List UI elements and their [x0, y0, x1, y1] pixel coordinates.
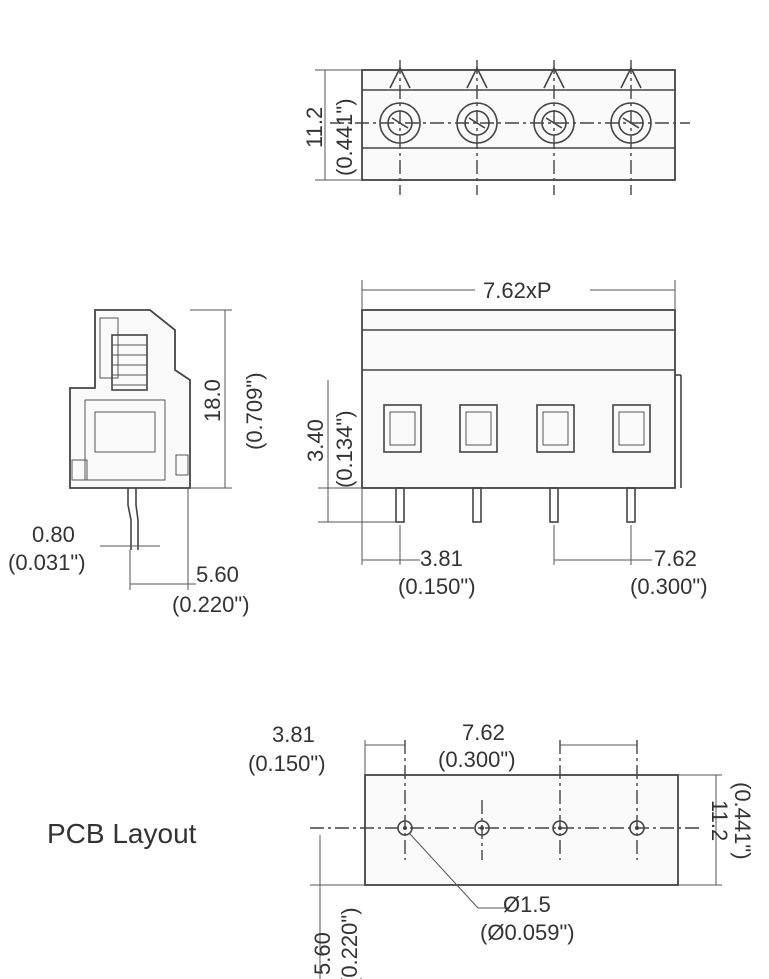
- top-height-mm: 11.2: [302, 107, 327, 148]
- pitch-in: (0.300"): [630, 574, 708, 599]
- top-view: 11.2 (0.441"): [302, 60, 690, 195]
- top-height-in: (0.441"): [332, 98, 357, 176]
- pin-offset-mm: 5.60: [196, 562, 239, 587]
- pcb-holes: [397, 740, 645, 860]
- pin-length-mm: 3.40: [303, 419, 328, 462]
- pcb-first-hole-in: (0.150"): [248, 751, 326, 776]
- pin-width-in: (0.031"): [8, 550, 86, 575]
- pcb-first-hole-mm: 3.81: [272, 722, 315, 747]
- first-pin-in: (0.150"): [398, 574, 476, 599]
- pcb-layout: PCB Layout 3.81 (0.150") 7.62 (0.300") 1…: [47, 720, 755, 979]
- pcb-hole-in: (Ø0.059"): [480, 920, 575, 945]
- pins: [395, 487, 636, 523]
- side-height-in: (0.709"): [242, 372, 267, 450]
- screw-terminals: [379, 60, 652, 195]
- pcb-layout-title: PCB Layout: [47, 818, 197, 849]
- side-height-mm: 18.0: [200, 379, 225, 422]
- wire-openings: [383, 404, 651, 453]
- pcb-hole-mm: Ø1.5: [503, 892, 551, 917]
- side-view: 18.0 (0.709") 0.80 (0.031") 5.60 (0.220"…: [8, 309, 267, 617]
- pitch-mm: 7.62: [654, 546, 697, 571]
- width-label: 7.62xP: [483, 278, 552, 303]
- pin-width-mm: 0.80: [32, 522, 75, 547]
- pcb-pitch-in: (0.300"): [438, 747, 516, 772]
- pcb-height-in: (0.441"): [730, 782, 755, 860]
- first-pin-mm: 3.81: [420, 546, 463, 571]
- pin-offset-in: (0.220"): [172, 592, 250, 617]
- pcb-offset-in: (0.220"): [337, 907, 362, 979]
- pcb-pitch-mm: 7.62: [462, 720, 505, 745]
- pin-length-in: (0.134"): [332, 410, 357, 488]
- front-view: 7.62xP 3.40 (0.134") 3.81 (0.150") 7.62 …: [303, 278, 708, 599]
- pcb-offset-mm: 5.60: [310, 932, 335, 975]
- pcb-height-mm: 11.2: [707, 800, 732, 841]
